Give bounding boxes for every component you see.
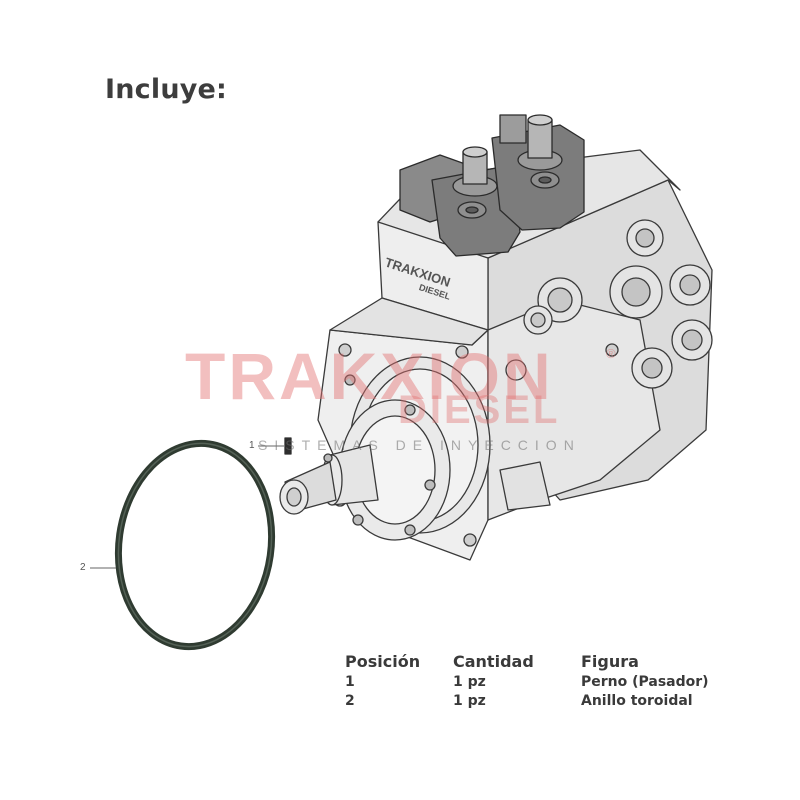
parts-table: Posición Cantidad Figura 1 1 pz Perno (P… [340,652,781,712]
callout-2-label: 2 [80,562,86,573]
row-1-figure: Perno (Pasador) [581,674,709,690]
watermark-subtitle: DIESEL [398,388,561,432]
row-1-quantity: 1 pz [453,674,486,690]
top-connectors [399,114,585,257]
table-row: 1 1 pz Perno (Pasador) [340,674,781,693]
row-2-figure: Anillo toroidal [581,693,693,709]
row-1-position: 1 [345,674,355,690]
table-row: 2 1 pz Anillo toroidal [340,693,781,712]
heading-incluye: Incluye: [105,74,228,105]
watermark-tagline: SISTEMAS DE INYECCION [258,437,581,453]
callout-1-label: 1 [249,440,255,451]
header-cantidad: Cantidad [453,652,534,671]
row-2-quantity: 1 pz [453,693,486,709]
header-figura: Figura [581,652,639,671]
watermark-title: TRAKXION [185,339,554,413]
row-2-position: 2 [345,693,355,709]
watermark-registered-mark: ® [606,346,616,361]
table-header-row: Posición Cantidad Figura [340,652,781,674]
header-posicion: Posición [345,652,421,671]
o-ring [114,439,276,651]
